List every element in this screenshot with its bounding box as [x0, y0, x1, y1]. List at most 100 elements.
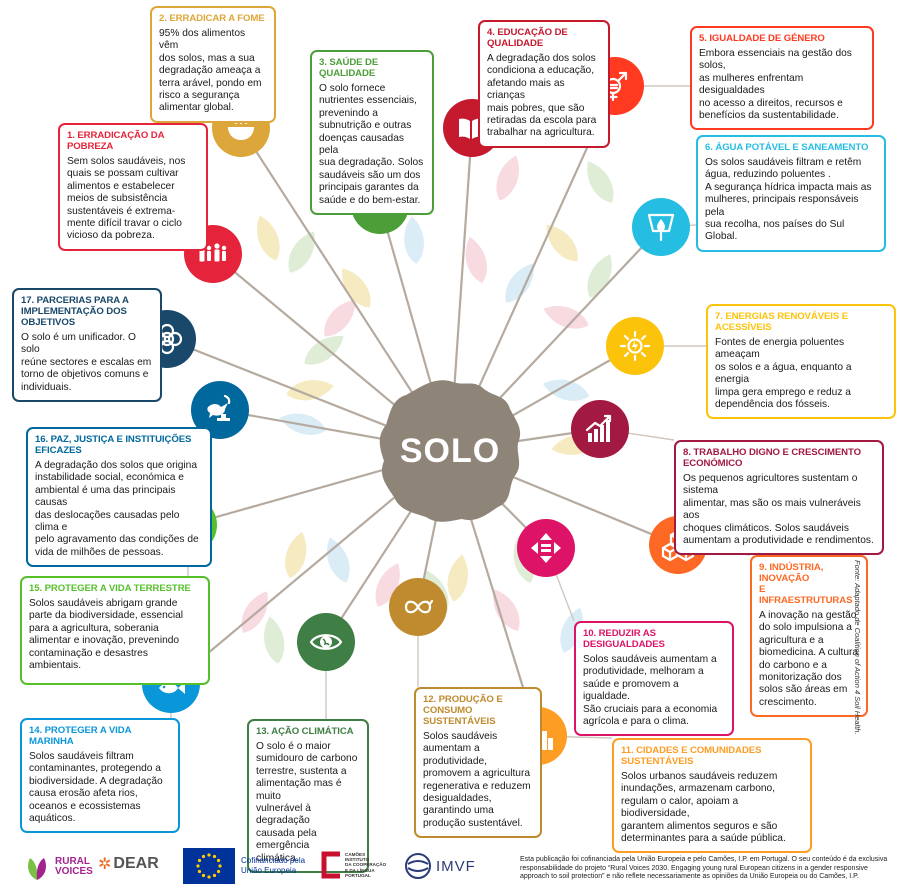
sdg-card-9: 9. INDÚSTRIA, INOVAÇÃO E INFRAESTRUTURAS… [750, 555, 868, 718]
decorative-leaf [546, 224, 578, 262]
decorative-leaf [304, 336, 344, 365]
sdg-card-title: 10. REDUZIR AS DESIGUALDADES [583, 628, 665, 650]
sdg-card-title: 6. ÁGUA POTÁVEL E SANEAMENTO [705, 142, 869, 153]
sdg-card-text: O solo é um unificador. O solo reúne sec… [21, 332, 152, 393]
sdg-card-title: 13. AÇÃO CLIMÁTICA [256, 726, 354, 737]
sdg-circle-10[interactable] [517, 519, 575, 577]
sdg-card-11: 11. CIDADES E COMUNIDADES SUSTENTÁVEIS So… [612, 738, 812, 854]
sdg-card-text: A inovação na gestão do solo impulsiona … [759, 610, 859, 708]
sdg-card-10: 10. REDUZIR AS DESIGUALDADES Solos saudáv… [574, 621, 734, 737]
sdg-card-text: O solo é o maior sumidouro de carbono te… [256, 741, 358, 864]
decorative-leaf [465, 236, 487, 284]
sdg-circle-8[interactable] [571, 400, 629, 458]
sdg-card-title: 16. PAZ, JUSTIÇA E INSTITUIÇÕES EFICAZES [35, 434, 192, 456]
decorative-leaf [342, 268, 371, 308]
eu-star [197, 869, 202, 874]
camoes-logo: CAMÕES INSTITUTO DA COOPERAÇÃO E DA LÍNG… [318, 850, 386, 880]
rural-voices-logo: RURAL VOICES [22, 852, 93, 882]
eu-star [207, 875, 211, 879]
sdg-card-text: Os pequenos agricultores sustentam o sis… [683, 473, 874, 547]
sdg-card-title: 8. TRABALHO DIGNO E CRESCIMENTO ECONÓMIC… [683, 447, 861, 469]
sdg-card-title: 12. PRODUÇÃO E CONSUMO SUSTENTÁVEIS [423, 694, 503, 727]
sdg-card-text: A degradação dos solos condiciona a educ… [487, 53, 597, 139]
decorative-leaf [327, 537, 350, 583]
eye-earth-icon [309, 634, 343, 650]
source-note: Fonte: Adaptado de Coalition of Action 4… [853, 560, 862, 735]
eu-label: Cofinanciado pela União Europeia [241, 856, 306, 875]
sdg-card-title: 1. ERRADICAÇÃO DA POBREZA [67, 130, 165, 152]
sdg-card-13: 13. AÇÃO CLIMÁTICA O solo é o maior sumid… [247, 719, 369, 874]
decorative-leaf [264, 616, 285, 664]
sdg-circle-6[interactable] [632, 198, 690, 256]
sdg-card-5: 5. IGUALDADE DE GÉNERO Embora essenciais … [690, 26, 874, 131]
decorative-leaf [496, 155, 519, 201]
sdg-card-title: 4. EDUCAÇÃO DE QUALIDADE [487, 27, 568, 49]
eu-star [201, 873, 206, 878]
soil-hub: SOLO [376, 377, 524, 525]
decorative-leaf [447, 554, 468, 602]
sdg-card-title: 7. ENERGIAS RENOVÁVEIS E ACESSÍVEIS [715, 311, 849, 333]
growth-chart-icon [585, 414, 612, 442]
eu-flag-icon [183, 848, 235, 884]
sdg-card-text: Solos saudáveis aumentam a produtividade… [583, 654, 718, 728]
rural-voices-text: RURAL VOICES [55, 856, 93, 877]
leaf-logo-icon [28, 858, 46, 880]
decorative-leaf [257, 215, 280, 261]
sdg-circle-7[interactable] [606, 317, 664, 375]
eu-star [212, 873, 217, 878]
decorative-leaf [587, 254, 612, 298]
sdg-card-title: 17. PARCERIAS PARA A IMPLEMENTAÇÃO DOS O… [21, 295, 129, 328]
sdg-card-7: 7. ENERGIAS RENOVÁVEIS E ACESSÍVEIS Fonte… [706, 304, 896, 420]
sdg-card-12: 12. PRODUÇÃO E CONSUMO SUSTENTÁVEIS Solos… [414, 687, 542, 839]
eu-star [216, 869, 221, 874]
imvf-globe-icon [405, 853, 431, 879]
sdg-card-title: 11. CIDADES E COMUNIDADES SUSTENTÁVEIS [621, 745, 762, 767]
sdg-circle-12[interactable] [389, 578, 447, 636]
hub-label: SOLO [399, 431, 501, 470]
dear-text: DEAR [113, 855, 159, 872]
eu-star [212, 854, 217, 859]
sdg-card-text: Embora essenciais na gestão dos solos, a… [699, 48, 852, 122]
equality-arrows-icon [531, 533, 561, 563]
sdg-card-title: 9. INDÚSTRIA, INOVAÇÃO E INFRAESTRUTURAS [759, 562, 853, 606]
water-drop-icon [647, 213, 675, 242]
decorative-leaf [493, 589, 520, 631]
imvf-logo: IMVF [404, 852, 476, 880]
sdg-card-text: Solos saudáveis aumentam a produtividade… [423, 731, 531, 829]
sdg-card-text: Solos saudáveis filtram contaminantes, p… [29, 751, 163, 825]
sdg-card-6: 6. ÁGUA POTÁVEL E SANEAMENTO Os solos sau… [696, 135, 886, 252]
eu-star [196, 864, 200, 868]
dear-star-icon: ✲ [98, 856, 112, 873]
sdg-card-17: 17. PARCERIAS PARA A IMPLEMENTAÇÃO DOS O… [12, 288, 162, 403]
decorative-leaf [241, 591, 268, 633]
eu-star [207, 853, 211, 857]
decorative-leaf [285, 531, 307, 579]
eu-logo: Cofinanciado pela União Europeia [183, 848, 305, 884]
decorative-leaf [542, 379, 590, 401]
imvf-text: IMVF [436, 857, 476, 875]
decorative-leaf [543, 306, 589, 329]
sun-energy-icon [619, 330, 651, 362]
sdg-card-title: 5. IGUALDADE DE GÉNERO [699, 33, 825, 44]
eu-star [218, 864, 222, 868]
sdg-card-text: 95% dos alimentos vêm dos solos, mas a s… [159, 28, 262, 114]
eu-star [197, 858, 202, 863]
sdg-card-16: 16. PAZ, JUSTIÇA E INSTITUIÇÕES EFICAZES… [26, 427, 212, 568]
dear-logo: ✲ DEAR [98, 854, 159, 874]
sdg-card-text: A degradação dos solos que origina insta… [35, 460, 199, 558]
decorative-leaf [375, 563, 400, 607]
sdg-card-title: 2. ERRADICAR A FOME [159, 13, 265, 24]
sdg-card-title: 3. SAÚDE DE QUALIDADE [319, 57, 379, 79]
sdg-card-text: Fontes de energia poluentes ameaçam os s… [715, 337, 852, 411]
infinity-loop-icon [404, 599, 434, 614]
decorative-leaf [505, 263, 534, 303]
sdg-card-text: Os solos saudáveis filtram e retêm água,… [705, 157, 872, 243]
eu-star [216, 858, 221, 863]
camoes-text: CAMÕES INSTITUTO DA COOPERAÇÃO E DA LÍNG… [345, 851, 387, 878]
dove-gavel-icon [207, 394, 231, 421]
sdg-card-text: Solos urbanos saudáveis reduzem inundaçõ… [621, 771, 786, 845]
sdg-circle-13[interactable] [297, 613, 355, 671]
